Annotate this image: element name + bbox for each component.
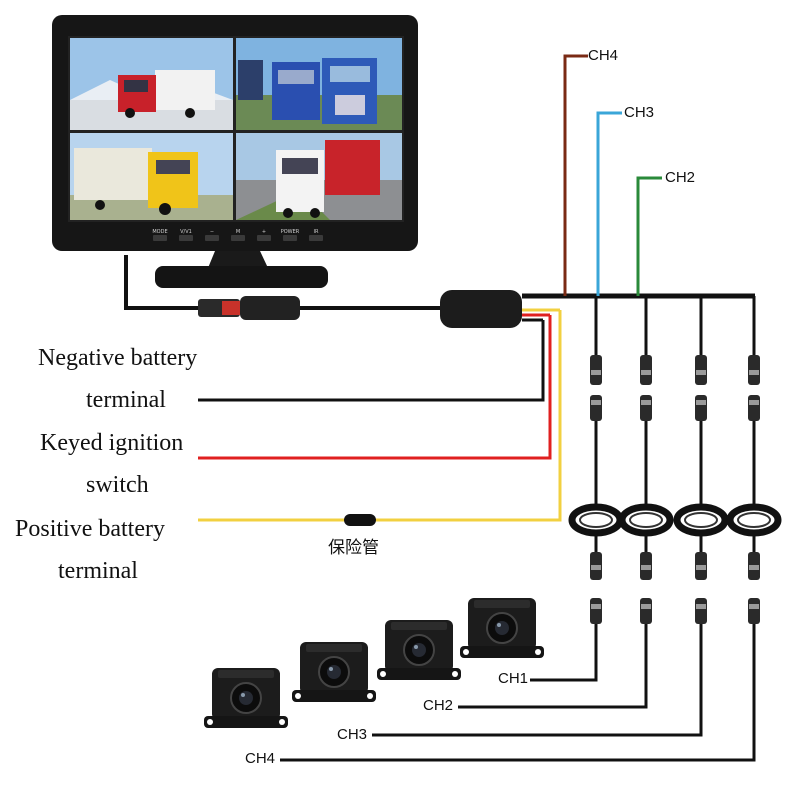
monitor-button-6: IR: [309, 229, 323, 241]
negative-label-line2: terminal: [86, 387, 166, 413]
cameras: [204, 598, 544, 728]
ignition-label-line1: Keyed ignition: [40, 430, 184, 456]
camera-label-ch1: CH1: [498, 670, 529, 687]
positive-label-line2: terminal: [58, 558, 138, 584]
monitor-button-3: M: [231, 229, 245, 241]
ignition-label-line2: switch: [86, 472, 149, 498]
screen-quadrant-blue-trucks: [236, 38, 402, 130]
svg-text:−: −: [210, 229, 214, 235]
svg-text:MODE: MODE: [152, 229, 167, 235]
screen-quadrant-red-truck: [70, 38, 233, 130]
camera-2-icon: [377, 620, 461, 680]
cable-coil-icon: [618, 503, 674, 537]
camera-3-icon: [292, 642, 376, 702]
junction-box: [440, 290, 522, 328]
input-label-ch2: CH2: [665, 169, 696, 186]
cable-coil-icon: [673, 503, 729, 537]
aviation-connector: [695, 395, 707, 421]
monitor-button-5: POWER: [281, 229, 300, 241]
monitor-button-2: −: [205, 229, 219, 241]
monitor-button-1: V/V1: [179, 229, 193, 241]
aviation-connector: [640, 395, 652, 421]
negative-label-line1: Negative battery: [38, 345, 198, 371]
svg-text:POWER: POWER: [281, 229, 300, 235]
svg-text:M: M: [236, 229, 240, 235]
aviation-connector: [590, 395, 602, 421]
aviation-connector: [748, 598, 760, 624]
svg-text:+: +: [262, 229, 266, 235]
ignition-wire: [198, 315, 552, 460]
monitor-stand-base: [155, 266, 328, 288]
camera-label-ch4: CH4: [245, 750, 276, 767]
extension-cable-2: [458, 296, 674, 709]
power-wiring: [198, 310, 562, 526]
positive-label-line1: Positive battery: [15, 516, 165, 542]
screen-quadrant-yellow-truck: [70, 133, 233, 220]
monitor-button-0: MODE: [152, 229, 168, 241]
monitor-button-4: +: [257, 229, 271, 241]
screen-quadrant-white-truck: [236, 133, 402, 220]
extension-cable-3: [372, 296, 729, 737]
camera-4-icon: [204, 668, 288, 728]
positive-wire: [198, 310, 562, 522]
monitor-stand-neck: [208, 251, 268, 268]
aviation-connector: [640, 598, 652, 624]
camera-1-icon: [460, 598, 544, 658]
monitor-buttons: MODE V/V1 − M + POWER IR: [152, 229, 323, 241]
ch3-input-wire: [596, 111, 622, 296]
extension-cable-4: [280, 296, 782, 762]
aviation-connector: [590, 598, 602, 624]
plug-connector-body: [240, 296, 300, 320]
svg-text:V/V1: V/V1: [180, 229, 192, 235]
fuse-label: 保险管: [328, 538, 379, 558]
input-label-ch3: CH3: [624, 104, 655, 121]
camera-label-ch3: CH3: [337, 726, 368, 743]
ch4-input-wire: [563, 54, 588, 296]
cable-coil-icon: [726, 503, 782, 537]
aviation-connector: [748, 395, 760, 421]
monitor-cable: [124, 255, 755, 328]
extension-cables: [280, 296, 782, 762]
fuse-icon: [344, 514, 376, 526]
video-input-leads: [563, 54, 662, 296]
aviation-connector: [695, 598, 707, 624]
svg-text:IR: IR: [314, 229, 319, 235]
camera-label-ch2: CH2: [423, 697, 454, 714]
ch2-input-wire: [636, 176, 662, 296]
negative-wire: [198, 320, 545, 402]
cable-coil-icon: [568, 503, 624, 537]
input-label-ch4: CH4: [588, 47, 619, 64]
monitor: MODE V/V1 − M + POWER IR: [52, 15, 418, 288]
